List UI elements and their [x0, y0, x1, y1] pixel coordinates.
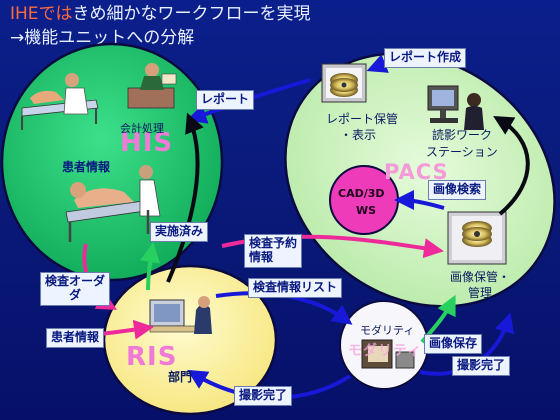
image-archive-label-line2: 管理	[468, 286, 493, 300]
modality-watermark-label: モダリティ	[348, 343, 423, 359]
arrow-ris-to-his-black	[166, 112, 204, 283]
flow-exam-reservation-line2: 情報	[249, 249, 274, 264]
report-storage-label-line2: ・表示	[340, 128, 377, 142]
flow-report-label: レポート	[196, 90, 255, 110]
report-storage-label-line1: レポート保管	[326, 112, 399, 126]
image-archive-label-line1: 画像保管・	[450, 270, 511, 284]
modality-scanner-illustration	[361, 339, 415, 369]
slide-title-line1: IHEではきめ細かなワークフローを実現	[10, 6, 311, 23]
flow-worklist-label: 検査情報リスト	[248, 278, 343, 298]
his-domain-ellipse	[0, 42, 224, 282]
accounting-clerk-illustration	[127, 63, 177, 109]
arrow-pacs-to-reading	[493, 115, 530, 216]
cad-label: CAD/3D	[338, 187, 385, 200]
accounting-label: 会計処理	[120, 122, 164, 135]
flow-order-label: 検査オーダ ダ	[40, 272, 111, 306]
flow-exam-reservation-label: 検査予約 情報	[244, 234, 303, 268]
reading-ws-label-line1: 読影ワーク	[432, 128, 493, 142]
his-domain-label: HIS	[120, 128, 174, 158]
arrow-completed	[140, 242, 160, 291]
reading-ws-label-line2: ステーション	[426, 145, 498, 159]
reading-workstation-icon	[427, 85, 484, 130]
patient-exam-illustration	[65, 165, 161, 242]
title-ihe-prefix: IHEでは	[10, 4, 73, 24]
cad-ws-label: WS	[356, 204, 377, 217]
flow-patient-info-ris-label: 患者情報	[46, 328, 105, 348]
his-patient-info-label: 患者情報	[62, 160, 111, 174]
ris-department-illustration	[149, 296, 212, 334]
flow-capture-done-ris-label: 撮影完了	[234, 386, 293, 406]
title-line1-rest: きめ細かなワークフローを実現	[72, 4, 311, 24]
image-archive-icon	[447, 211, 507, 265]
modality-domain-label: モダリティ	[360, 324, 415, 337]
flow-report-create-label: レポート作成	[384, 48, 467, 68]
flow-image-store-label: 画像保存	[424, 334, 483, 354]
ris-subdomain-label: 部門	[168, 370, 193, 384]
flow-order-line1: 検査オーダ	[45, 274, 106, 288]
doctor-exam-illustration	[21, 73, 99, 130]
completed-label: 実施済み	[150, 222, 209, 242]
flow-image-search-label: 画像検索	[428, 180, 487, 200]
flow-order-line2: ダ	[69, 287, 82, 302]
arrow-image-search	[394, 190, 445, 211]
flow-capture-done-modality-label: 撮影完了	[452, 356, 511, 376]
flow-exam-reservation-line1: 検査予約	[249, 236, 298, 250]
report-storage-icon	[321, 63, 367, 103]
arrow-patient-info-ris	[99, 319, 154, 340]
ris-domain-label: RIS	[126, 342, 178, 372]
slide-title-line2: →機能ユニットへの分解	[10, 28, 195, 48]
